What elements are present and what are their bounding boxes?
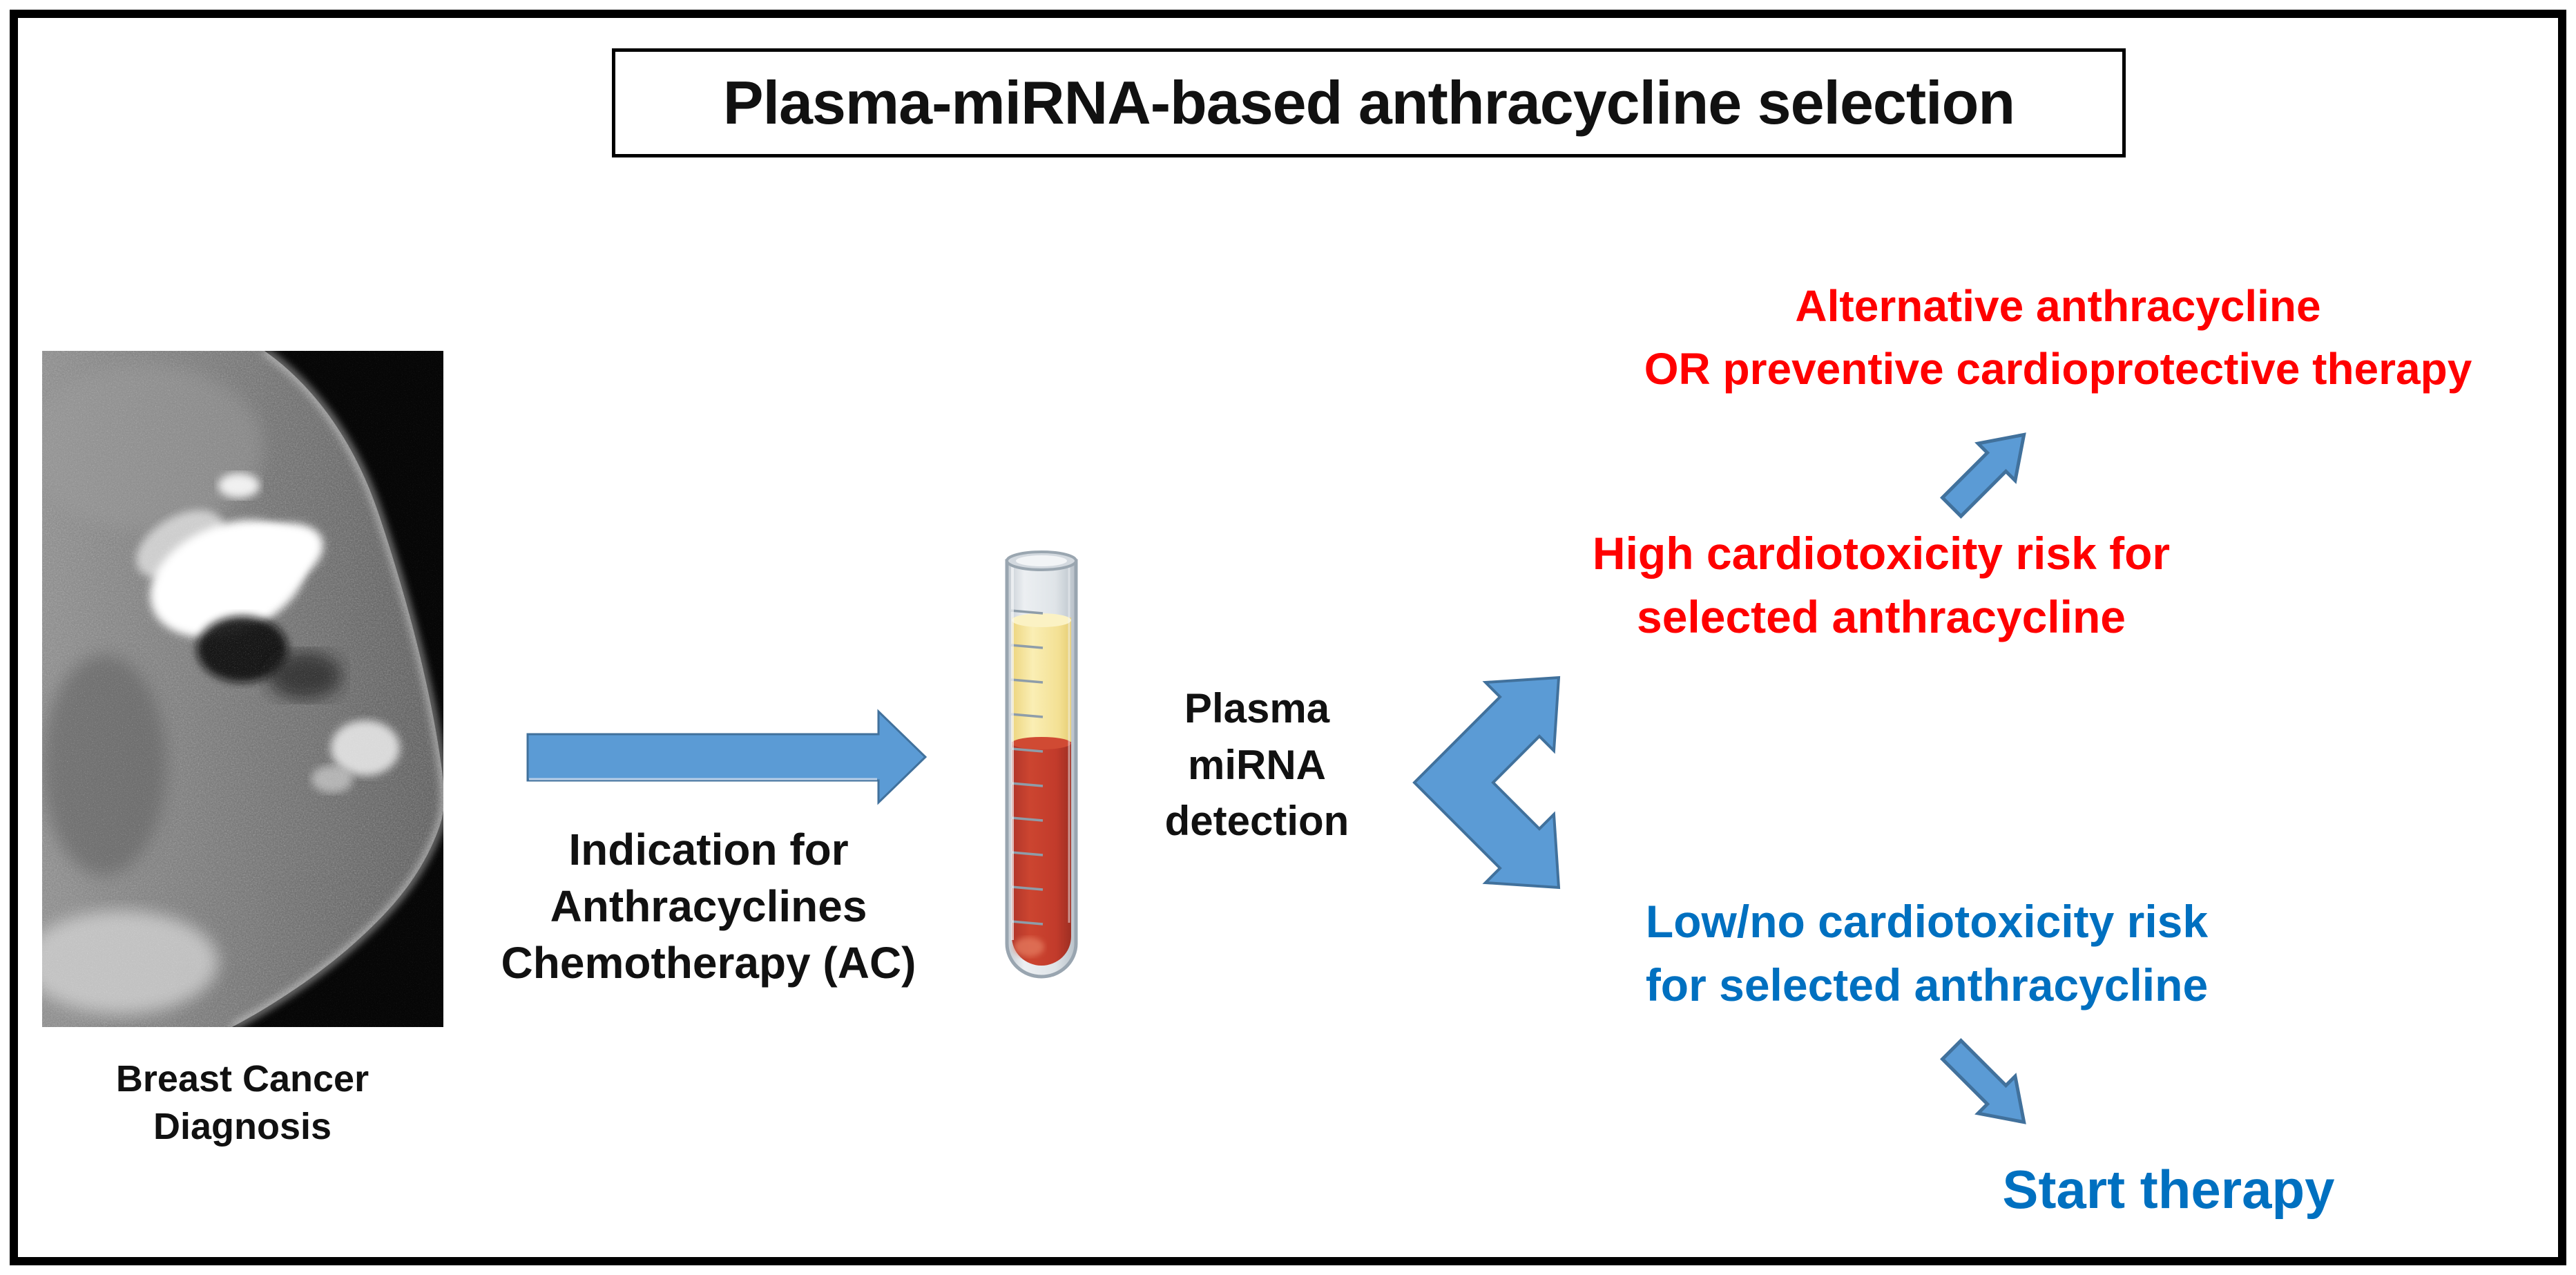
indication-label: Indication for Anthracyclines Chemothera… xyxy=(501,825,916,988)
plasma-detection-label: Plasma miRNA detection xyxy=(1164,685,1349,845)
outer-border xyxy=(10,10,2566,1265)
down-right-arrow-icon xyxy=(1940,1038,2026,1124)
high-risk-label: High cardiotoxicity risk for selected an… xyxy=(1592,528,2171,643)
breast-cancer-caption: Breast Cancer Diagnosis xyxy=(115,1058,369,1148)
fork-double-arrow-icon xyxy=(1412,675,1561,890)
up-right-arrow-icon xyxy=(1940,432,2026,519)
page-title: Plasma-miRNA-based anthracycline selecti… xyxy=(722,68,2015,137)
test-tube-icon xyxy=(1005,550,1078,979)
alternative-therapy-label: Alternative anthracycline OR preventive … xyxy=(1644,281,2472,394)
start-therapy-label: Start therapy xyxy=(2002,1159,2335,1220)
right-arrow-icon xyxy=(526,709,927,805)
title-box: Plasma-miRNA-based anthracycline selecti… xyxy=(612,48,2126,157)
low-risk-label: Low/no cardiotoxicity risk for selected … xyxy=(1645,896,2209,1011)
mammogram-image xyxy=(42,351,443,1027)
